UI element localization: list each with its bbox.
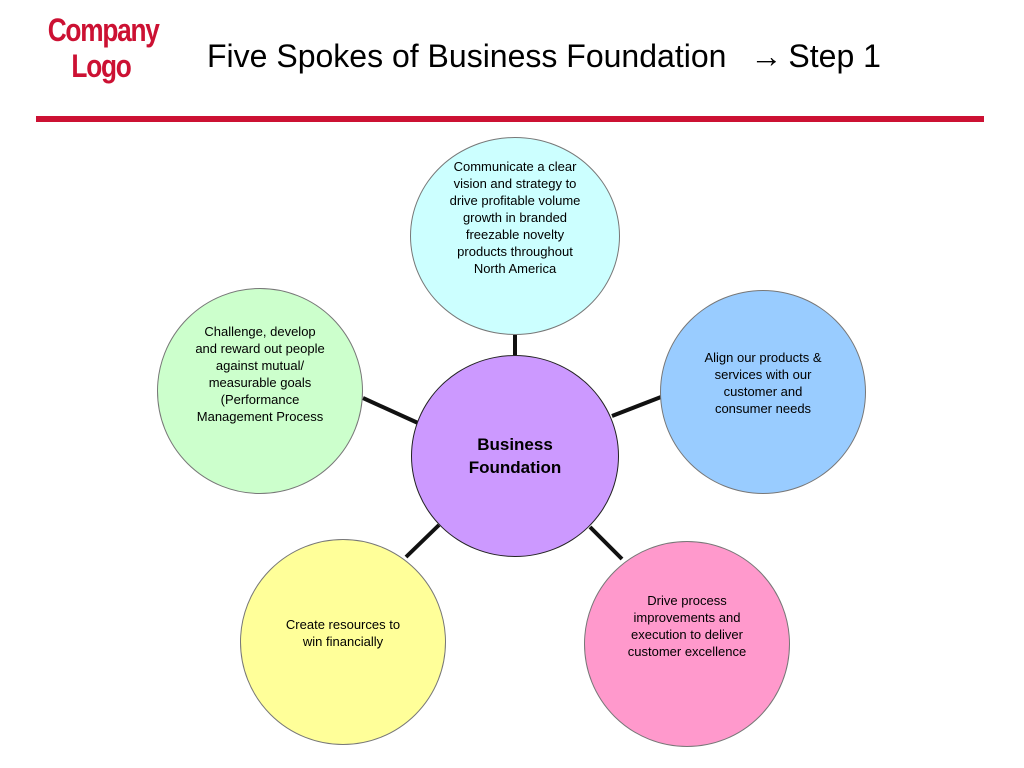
- spoke-vision: Communicate a clear vision and strategy …: [410, 137, 620, 335]
- spoke-resources: Create resources to win financially: [240, 539, 446, 745]
- logo-line-logo: Logo: [71, 48, 131, 84]
- spoke-align-products: Align our products & services with our c…: [660, 290, 866, 494]
- hub-business-foundation: Business Foundation: [411, 355, 619, 557]
- slide-title: Five Spokes of Business Foundation →Step …: [207, 38, 1007, 75]
- connector-bottom-left: [404, 523, 441, 559]
- connector-left: [362, 396, 419, 425]
- title-main: Five Spokes of Business Foundation: [207, 38, 727, 74]
- connector-bottom-right: [588, 525, 624, 561]
- spoke-vision-text: Communicate a clear vision and strategy …: [449, 159, 581, 276]
- spoke-process-improvements: Drive process improvements and execution…: [584, 541, 790, 747]
- spoke-resources-text: Create resources to win financially: [285, 617, 401, 649]
- hub-business-foundation-text: Business Foundation: [468, 435, 562, 477]
- spoke-align-products-text: Align our products & services with our c…: [704, 350, 822, 416]
- title-divider: [36, 116, 984, 122]
- company-logo: Company Logo: [47, 12, 160, 84]
- title-step: Step 1: [788, 38, 881, 74]
- logo-line-company: Company: [47, 12, 160, 48]
- spoke-people-goals: Challenge, develop and reward out people…: [157, 288, 363, 494]
- connector-right: [611, 395, 662, 418]
- spoke-process-improvements-text: Drive process improvements and execution…: [627, 593, 747, 659]
- spoke-people-goals-text: Challenge, develop and reward out people…: [195, 324, 325, 424]
- right-arrow-icon: →: [750, 38, 783, 74]
